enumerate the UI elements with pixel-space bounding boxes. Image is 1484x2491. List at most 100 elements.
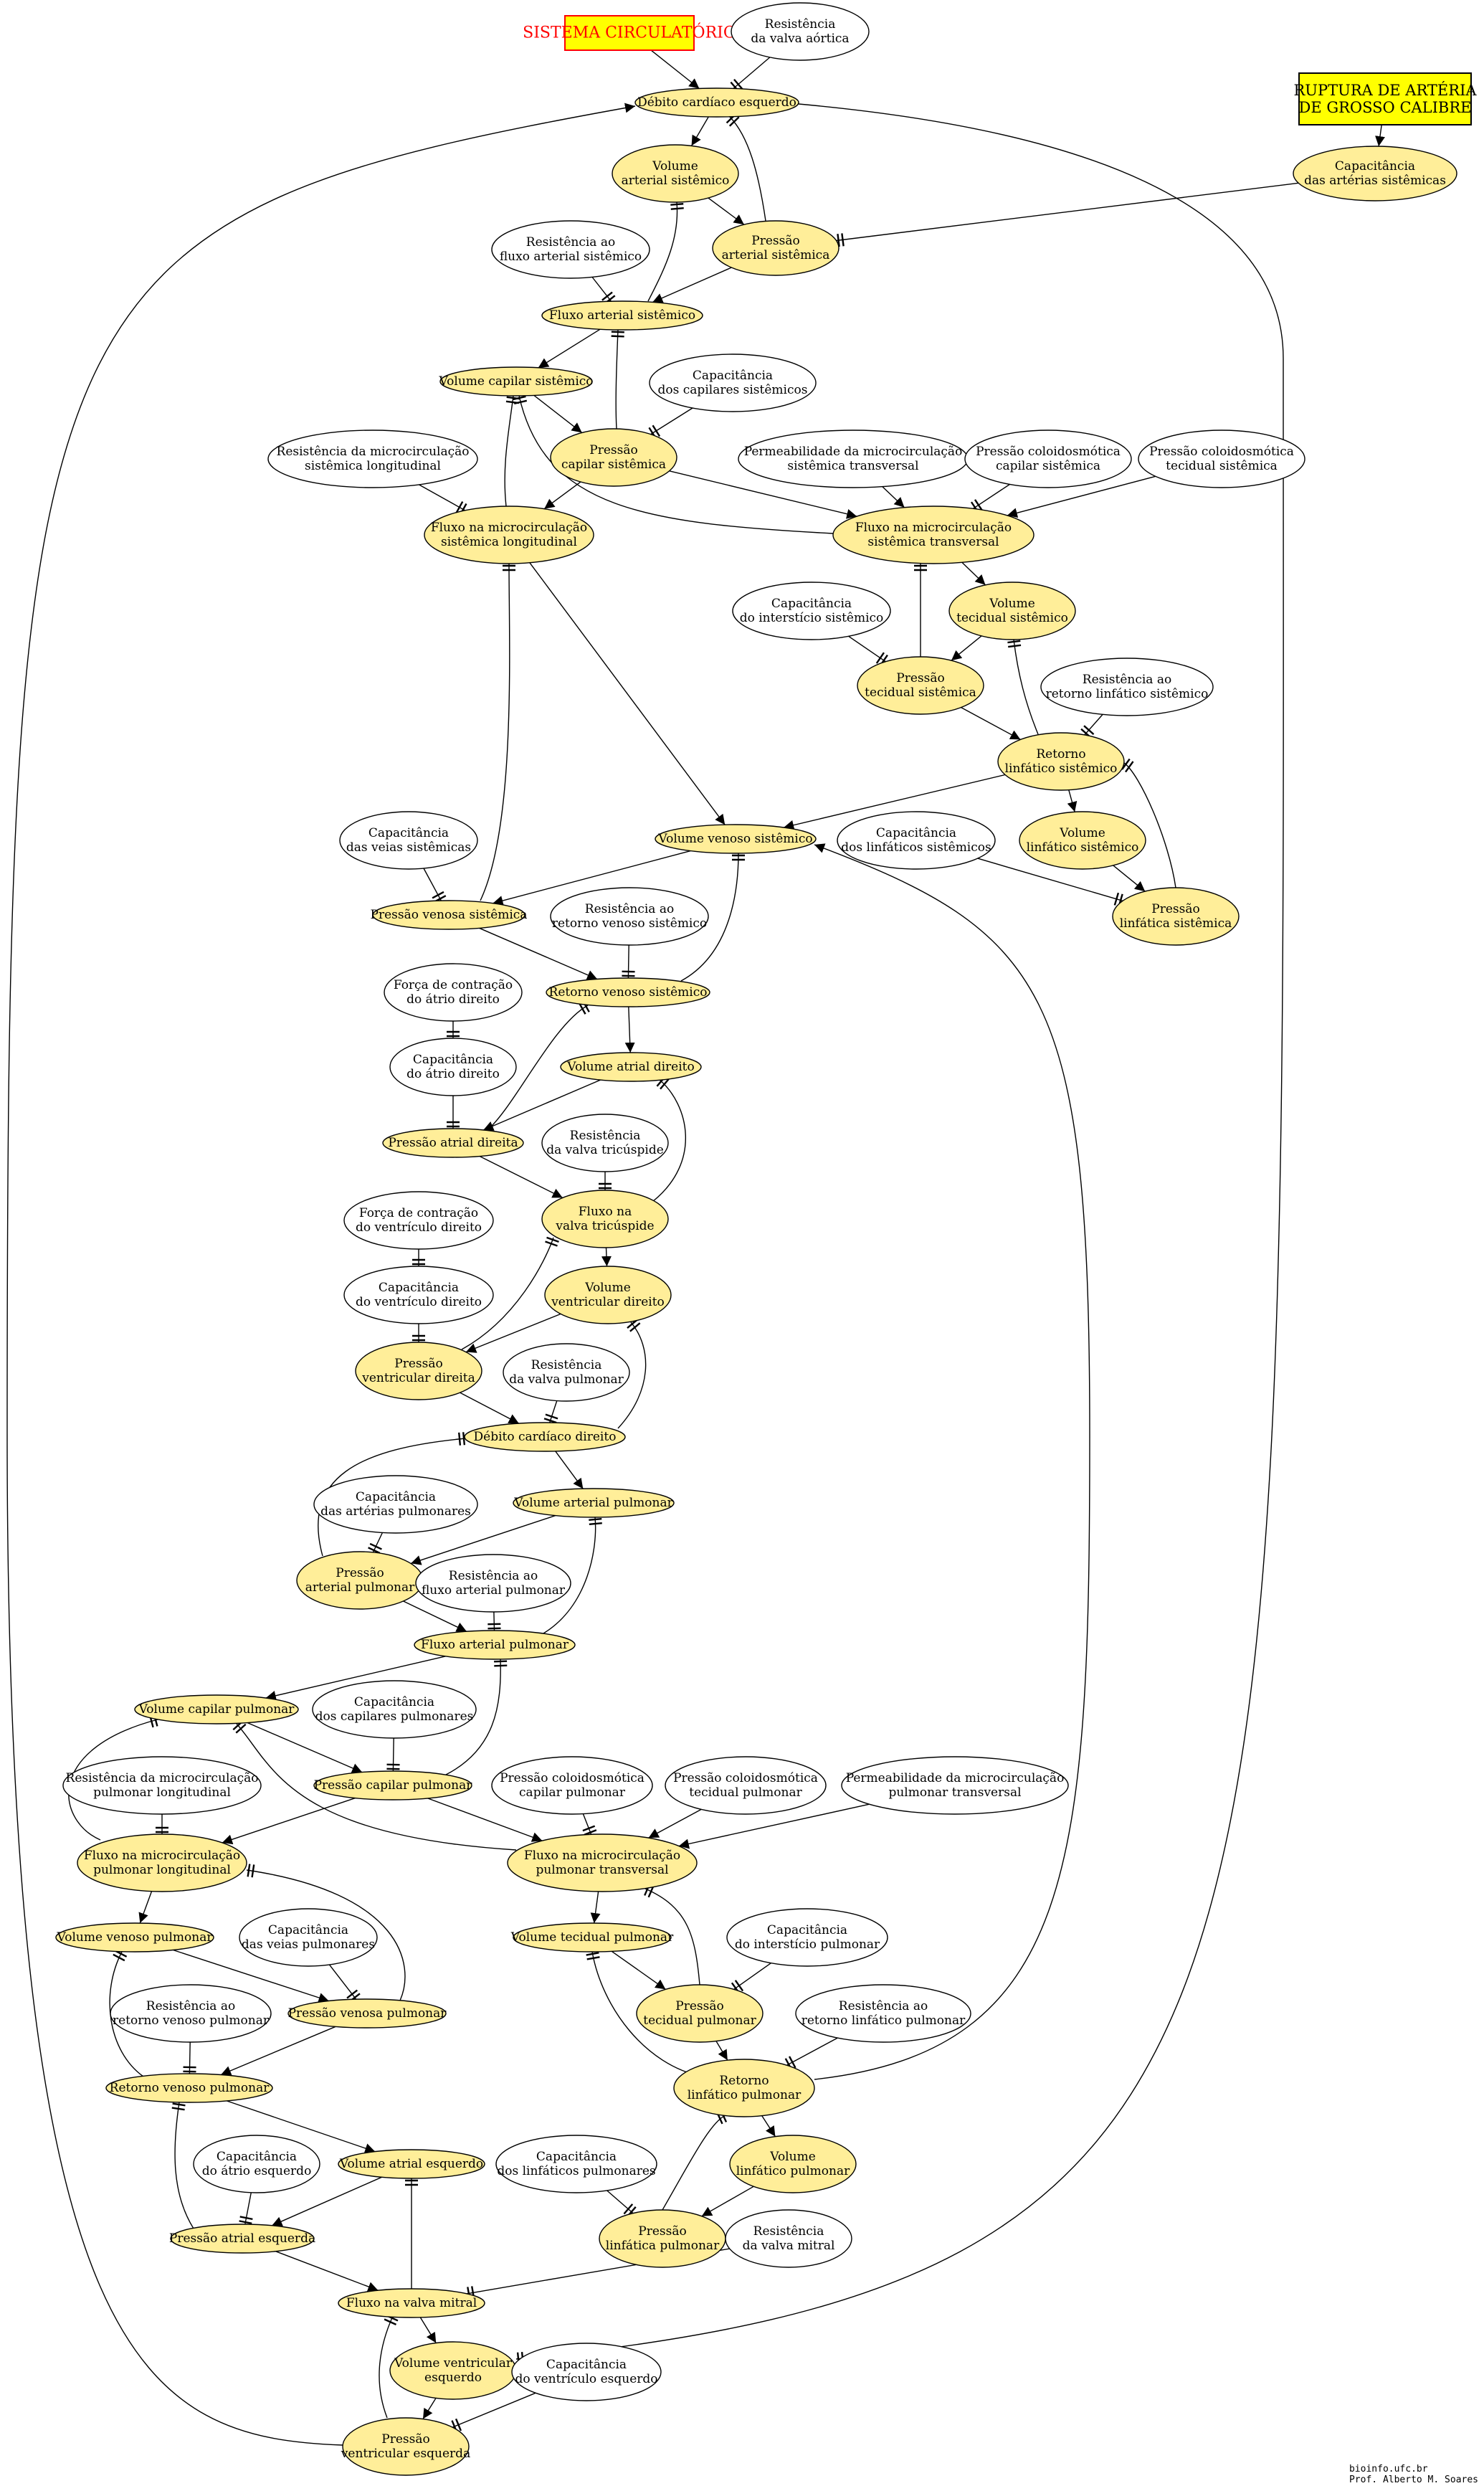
edge-pcol-cap-pulm-to-fluxo-micro-pulm-trans	[582, 1813, 592, 1835]
node-label: linfático sistêmico	[1005, 761, 1118, 776]
tee-bar	[239, 2220, 252, 2224]
node-ret-ven-pulm: Retorno venoso pulmonar	[105, 2073, 273, 2103]
edge-pres-cap-pulm-to-fluxo-micro-pulm-long	[222, 1797, 356, 1845]
node-pres-ven-pulm: Pressão venosa pulmonar	[287, 1998, 447, 2029]
tee-bar	[578, 1002, 586, 1015]
node-label: Resistência	[531, 1358, 602, 1372]
node-label: Volume	[652, 159, 698, 174]
node-label: Pressão	[638, 2224, 686, 2239]
node-label: valva tricúspide	[555, 1219, 654, 1233]
node-shape	[382, 1128, 524, 1158]
node-label: Pressão coloidosmótica	[976, 445, 1121, 459]
node-label: Fluxo na microcirculação	[855, 521, 1012, 535]
node-shape	[550, 428, 677, 487]
edge-fluxo-tricuspide-to-vol-atr-dir	[652, 1079, 687, 1202]
tee-bar	[837, 234, 840, 247]
edge-pres-vent-dir-to-fluxo-tricuspide	[461, 1237, 554, 1350]
node-perm-micro-pulm: Permeabilidade da microcirculaçãopulmona…	[841, 1756, 1069, 1815]
edge-pres-vent-esq-to-fluxo-mitral	[379, 2315, 394, 2419]
edge-ret-linf-sist-to-vol-tec-sist-tee	[1007, 640, 1022, 648]
edge-res-ret-ven-pulm-to-ret-ven-pulm	[189, 2041, 191, 2074]
node-label: Capacitância	[693, 369, 773, 383]
node-label: Permeabilidade da microcirculação	[846, 1771, 1065, 1785]
node-shape	[964, 430, 1132, 488]
node-label: Capacitância	[767, 1923, 847, 1937]
edge-deb-dir-to-vol-art-pulm	[555, 1451, 584, 1489]
edge-res-micro-pulm-long-to-fluxo-micro-pulm-long-tee	[156, 1826, 168, 1833]
node-shape	[1112, 887, 1240, 946]
node-shape	[313, 1475, 478, 1534]
tee-bar	[629, 1322, 641, 1332]
node-label: sistêmica longitudinal	[305, 459, 441, 473]
edge-fluxo-art-sist-to-vol-art-sist	[647, 201, 678, 302]
edge-res-ret-linf-pulm-to-ret-linf-pulm	[786, 2037, 838, 2066]
edge-ret-linf-sist-to-vol-linf-sist	[1067, 789, 1078, 812]
node-deb-dir: Débito cardíaco direito	[464, 1422, 626, 1452]
node-shape	[1019, 811, 1146, 870]
node-label: Volume	[584, 1281, 631, 1295]
node-shape	[636, 1984, 764, 2043]
node-label: Resistência	[753, 2224, 824, 2239]
node-label: Volume venoso sistêmico	[657, 832, 812, 846]
tee-bar	[582, 1825, 596, 1832]
node-label: Força de contração	[359, 1206, 478, 1220]
node-label: Volume venoso pulmonar	[57, 1930, 214, 1945]
edge-pres-cap-sist-to-fluxo-art-sist	[615, 329, 619, 430]
edge-res-ret-linf-sist-to-ret-linf-sist	[1084, 713, 1103, 736]
node-label: das veias sistêmicas	[346, 840, 471, 855]
edge-cap-art-sist-to-pres-art-sist	[836, 182, 1299, 242]
edge-fluxo-micro-pulm-trans-to-vol-cap-pulm	[236, 1723, 517, 1851]
node-label: Volume	[989, 597, 1035, 611]
node-label: pulmonar transversal	[536, 1863, 668, 1877]
edge-res-ret-ven-sist-to-ret-ven-sist	[627, 944, 629, 979]
node-label: Resistência ao	[1083, 673, 1171, 687]
node-label: do átrio direito	[406, 992, 500, 1007]
node-shape	[832, 506, 1034, 564]
tee-bar	[545, 1240, 558, 1247]
node-label: das artérias sistêmicas	[1304, 174, 1446, 188]
edge-cap-linf-pulm-to-pres-linf-pulm	[607, 2190, 634, 2214]
edge-pres-cap-sist-to-fluxo-art-sist-tee	[611, 331, 624, 338]
tee-bar	[346, 1989, 358, 1999]
node-label: Capacitância	[379, 1281, 459, 1295]
node-shape	[372, 900, 525, 930]
edge-res-pulmonar-to-deb-dir-tee	[543, 1413, 558, 1424]
tee-bar	[586, 1952, 599, 1956]
edge-ruptura-to-cap-art-sist	[1375, 124, 1385, 147]
node-label: linfática pulmonar	[606, 2239, 720, 2253]
node-shape	[544, 1266, 672, 1324]
edge-pres-atr-esq-to-fluxo-mitral	[275, 2251, 379, 2292]
node-label: sistêmica transversal	[787, 459, 918, 473]
node-shape	[170, 2224, 315, 2254]
node-shape	[712, 220, 839, 276]
node-label: Pressão	[896, 671, 944, 685]
tee-bar	[235, 1723, 247, 1734]
node-shape	[550, 887, 709, 946]
node-shape	[355, 1342, 482, 1400]
tee-bar	[171, 2107, 185, 2111]
node-label: Volume atrial direito	[566, 1060, 694, 1074]
edge-pres-linf-pulm-to-ret-linf-pulm	[662, 2115, 726, 2211]
edge-cap-cap-sist-to-pres-cap-sist	[650, 407, 693, 435]
node-shape	[948, 582, 1076, 640]
edge-pres-tec-pulm-to-ret-linf-pulm	[715, 2041, 728, 2061]
node-label: tecidual sistêmico	[956, 611, 1068, 625]
tee-bar	[432, 891, 444, 899]
node-shape	[655, 824, 817, 854]
node-label: Fluxo na microcirculação	[84, 1849, 240, 1863]
edge-ret-ven-sist-to-vol-ven-sist	[680, 853, 739, 982]
edge-vol-ven-pulm-to-pres-ven-pulm	[173, 1949, 329, 2003]
node-shape	[725, 2209, 852, 2268]
edge-cap-atrio-esq-to-pres-atr-esq	[244, 2192, 252, 2225]
node-shape	[511, 2343, 662, 2401]
node-label: Capacitância	[771, 597, 852, 611]
